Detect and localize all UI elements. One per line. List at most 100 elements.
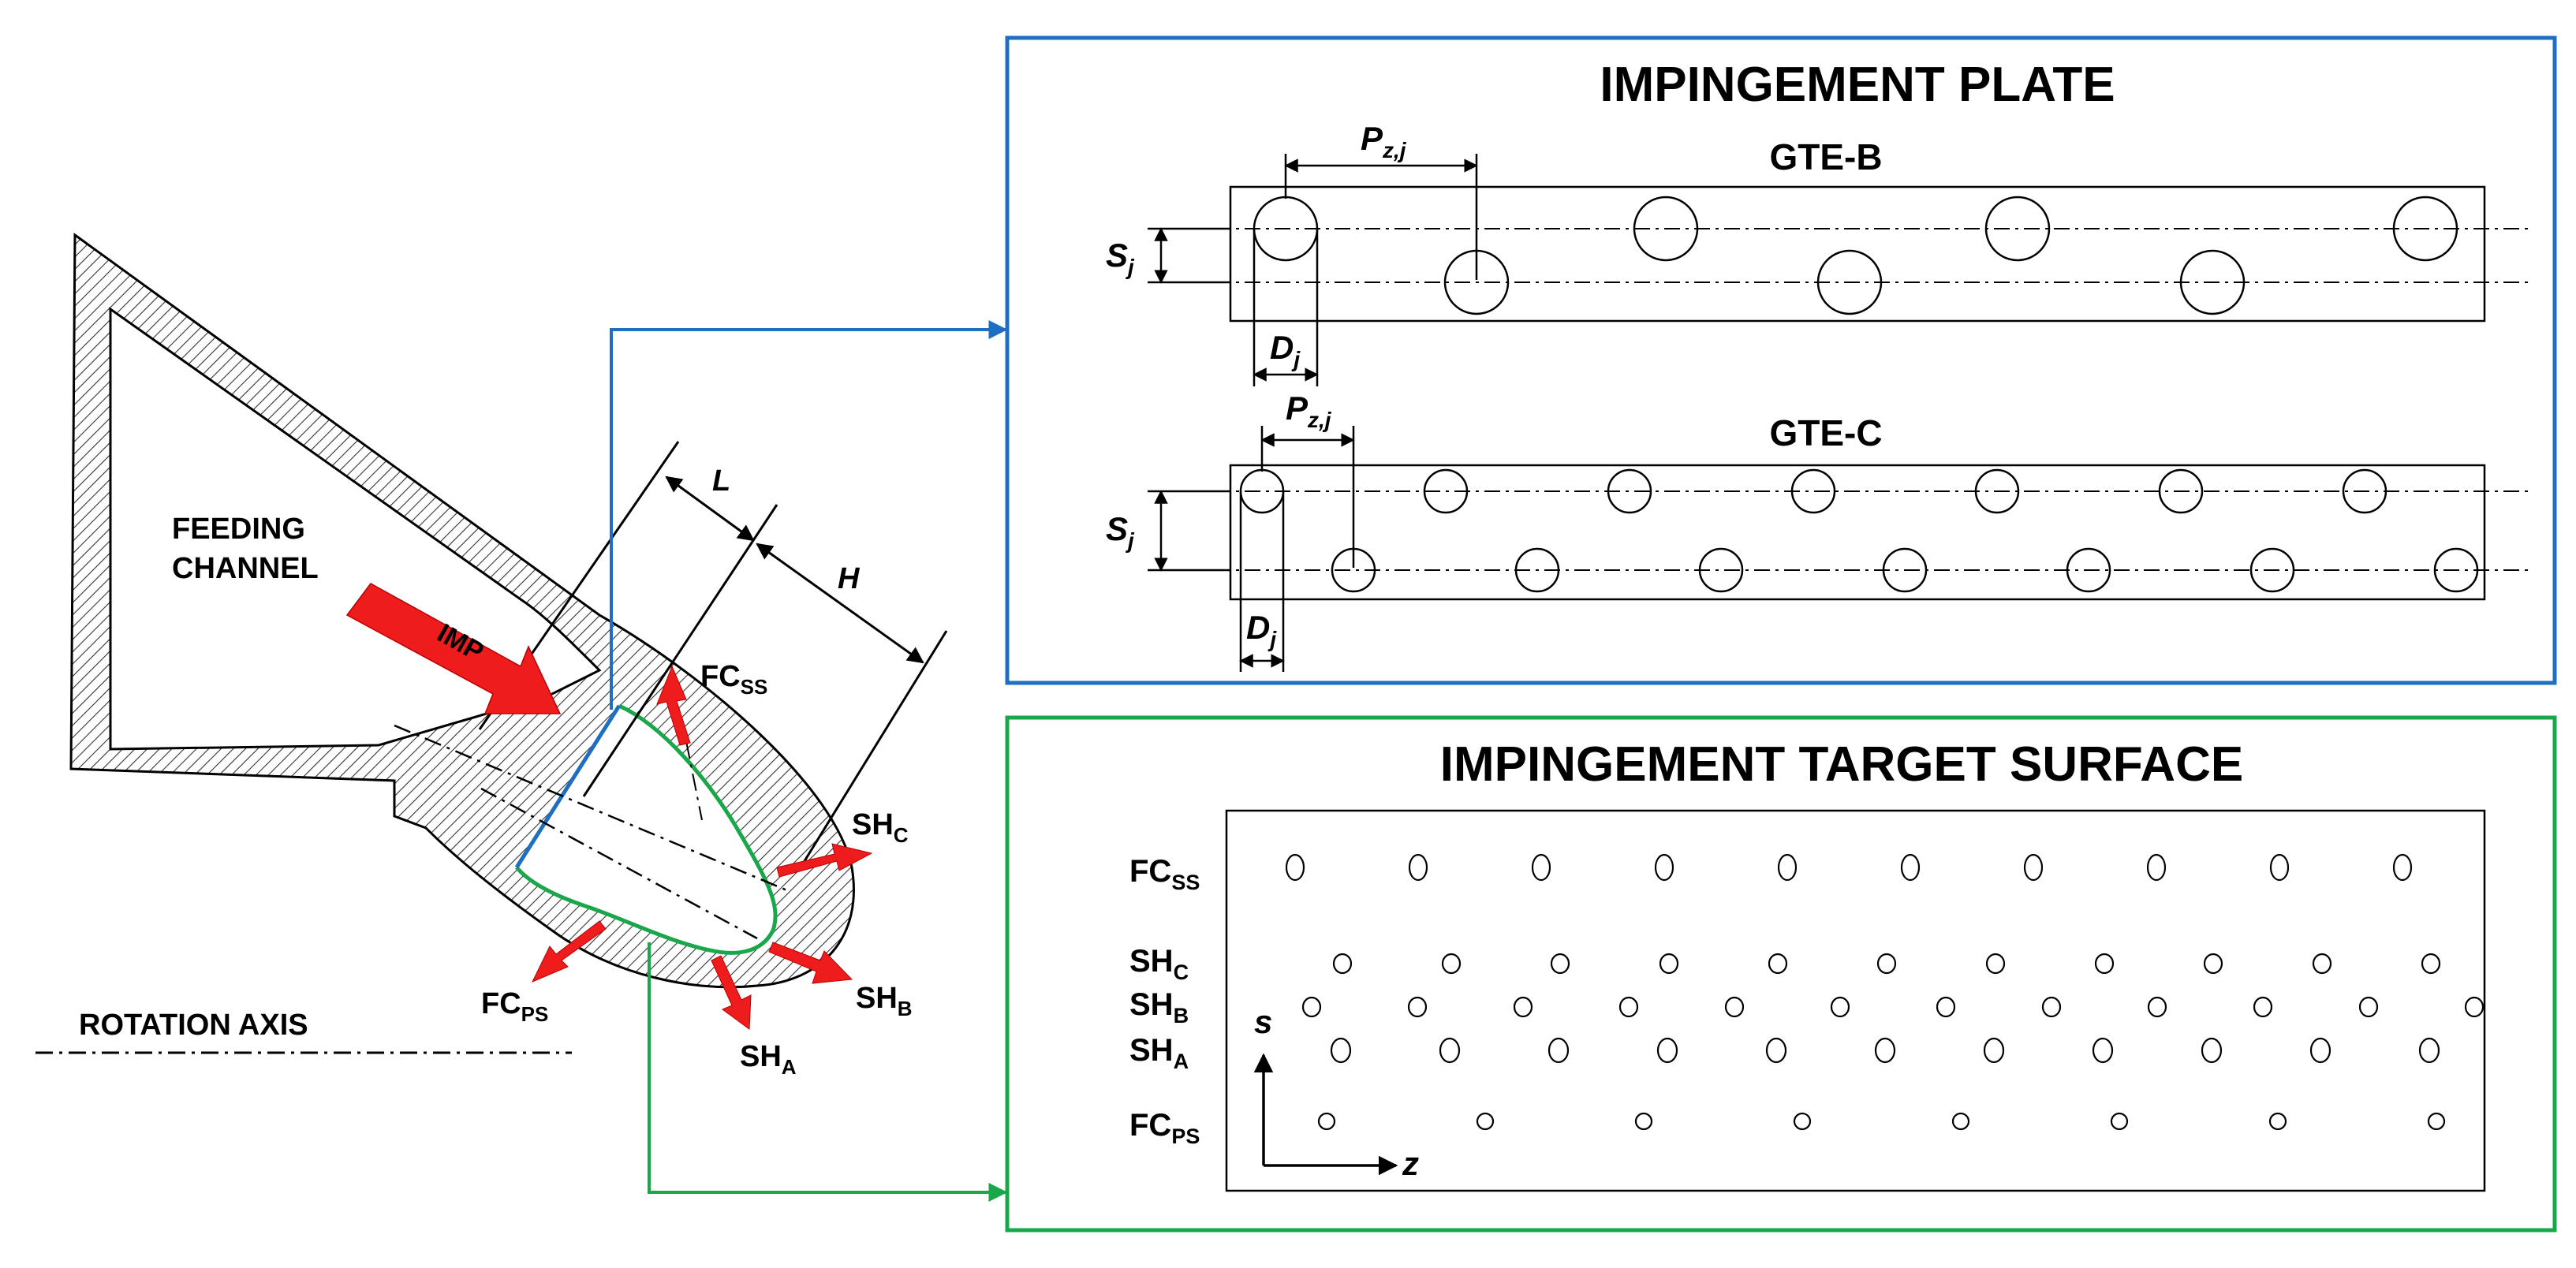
gte-c-spacing-label: Sj xyxy=(1106,510,1135,553)
jet-label-sh-b: SHB xyxy=(856,982,913,1020)
gte-c-hole xyxy=(1882,547,1928,593)
centerline-3 xyxy=(685,740,703,821)
target-row-label-fc-ss: FCSS xyxy=(1129,854,1200,894)
target-spot-fc-ps xyxy=(1951,1112,1970,1131)
jet-label-fc-ss: FCSS xyxy=(700,660,767,699)
jet-arrows xyxy=(531,665,873,1030)
feeding-channel-label-2: CHANNEL xyxy=(172,552,319,585)
ext-line-2 xyxy=(582,504,778,797)
target-row-label-sh-b: SHB xyxy=(1129,987,1189,1027)
target-spot-fc-ps xyxy=(2427,1112,2446,1131)
target-spot-sh-b xyxy=(2041,996,2062,1018)
gte-c-hole xyxy=(1790,468,1836,514)
gte-b-hole xyxy=(1984,196,2051,262)
target-spot-sh-b xyxy=(1830,996,1850,1018)
target-spot-sh-a xyxy=(2092,1037,2114,1064)
gte-b-label: GTE-B xyxy=(1769,136,1882,177)
target-spot-sh-a xyxy=(1547,1037,1570,1064)
ext-line-3 xyxy=(799,630,948,868)
gte-c-pitch-label: Pz,j xyxy=(1286,390,1332,432)
gte-c-hole xyxy=(2342,468,2387,514)
feeding-channel-label-1: FEEDING xyxy=(172,513,305,546)
gte-b-spacing-label: Sj xyxy=(1106,237,1135,279)
gte-c-label: GTE-C xyxy=(1769,412,1882,453)
target-spot-sh-b xyxy=(1936,996,1956,1018)
target-spot-sh-c xyxy=(2203,953,2223,975)
gte-b: GTE-B Pz,j Sj xyxy=(1106,120,2528,386)
target-spot-sh-a xyxy=(2418,1037,2440,1064)
target-row-label-fc-ps: FCPS xyxy=(1129,1108,1200,1148)
imp-arrow xyxy=(345,583,562,714)
jet-label-sh-c: SHC xyxy=(852,808,909,847)
target-spot-sh-a xyxy=(2201,1037,2223,1064)
gte-c: GTE-C xyxy=(1106,390,2528,672)
target-surface-panel: IMPINGEMENT TARGET SURFACE FCSS SHC SHB … xyxy=(1005,715,2557,1233)
axis-s-label: s xyxy=(1254,1003,1272,1040)
target-row-label-sh-c: SHC xyxy=(1129,944,1189,984)
gte-b-hole xyxy=(2392,196,2458,262)
target-spot-fc-ss xyxy=(2146,853,2167,882)
target-row-label-sh-a: SHA xyxy=(1129,1033,1189,1073)
target-spot-sh-a xyxy=(1765,1037,1787,1064)
plate-frame xyxy=(1005,35,2557,685)
target-spot-fc-ps xyxy=(1793,1112,1812,1131)
target-spot-sh-c xyxy=(1332,953,1353,975)
gte-c-hole xyxy=(2158,468,2204,514)
target-spot-sh-a xyxy=(1983,1037,2005,1064)
blade-section: L H IMP FCSS SHC SHB SHA FCPS FEEDING CH… xyxy=(35,233,948,1079)
target-spot-sh-a xyxy=(1439,1037,1461,1064)
target-spot-sh-b xyxy=(1301,996,1322,1018)
target-spot-fc-ss xyxy=(1285,853,1305,882)
jet-arrow-fc-ps xyxy=(531,920,607,983)
target-spot-fc-ss xyxy=(1900,853,1921,882)
jet-arrow-sh-a xyxy=(711,955,752,1030)
target-spot-sh-a xyxy=(1330,1037,1352,1064)
target-spot-fc-ps xyxy=(2268,1112,2287,1131)
target-spot-fc-ps xyxy=(1476,1112,1495,1131)
target-spot-sh-c xyxy=(1550,953,1570,975)
target-spot-fc-ss xyxy=(1777,853,1798,882)
dim-H-arrow xyxy=(756,543,924,664)
target-spot-sh-a xyxy=(1874,1037,1896,1064)
gte-c-hole xyxy=(2249,547,2295,593)
target-spot-sh-b xyxy=(2464,996,2485,1018)
gte-c-hole xyxy=(1514,547,1560,593)
plate-connector xyxy=(610,320,1008,710)
target-spot-sh-c xyxy=(2094,953,2115,975)
target-surface xyxy=(1225,809,2486,1192)
target-spot-sh-c xyxy=(1876,953,1897,975)
target-spot-sh-b xyxy=(1513,996,1533,1018)
target-spot-sh-b xyxy=(1724,996,1745,1018)
dim-H-label: H xyxy=(838,562,861,595)
target-spot-sh-b xyxy=(2358,996,2379,1018)
target-title: IMPINGEMENT TARGET SURFACE xyxy=(1440,737,2243,792)
target-spot-sh-c xyxy=(2312,953,2332,975)
jet-arrow-sh-b xyxy=(768,942,853,984)
target-spot-sh-c xyxy=(1768,953,1788,975)
gte-b-plate xyxy=(1229,185,2486,323)
gte-b-diameter-label: Dj xyxy=(1270,329,1301,371)
target-spot-fc-ss xyxy=(2269,853,2290,882)
jet-label-sh-a: SHA xyxy=(740,1040,797,1079)
gte-c-diameter-label: Dj xyxy=(1246,609,1277,651)
plate-title: IMPINGEMENT PLATE xyxy=(1600,58,2115,112)
impingement-plate-line xyxy=(514,704,622,869)
target-spot-sh-a xyxy=(1656,1037,1678,1064)
target-spot-fc-ss xyxy=(1654,853,1674,882)
target-spot-fc-ss xyxy=(1408,853,1428,882)
gte-c-hole xyxy=(1607,468,1652,514)
gte-c-hole xyxy=(1423,468,1469,514)
target-surface-outline xyxy=(515,703,778,955)
target-spot-sh-a xyxy=(2309,1037,2331,1064)
gte-c-plate xyxy=(1229,464,2486,601)
gte-c-hole xyxy=(1974,468,2020,514)
gte-c-hole xyxy=(2433,547,2479,593)
rotation-axis-label: ROTATION AXIS xyxy=(79,1009,308,1042)
target-spot-sh-b xyxy=(2147,996,2167,1018)
target-spot-fc-ps xyxy=(1634,1112,1653,1131)
centerline-1 xyxy=(394,724,790,893)
gte-b-hole xyxy=(1633,196,1699,262)
target-spot-fc-ps xyxy=(1317,1112,1336,1131)
gte-b-hole xyxy=(1816,249,1883,315)
